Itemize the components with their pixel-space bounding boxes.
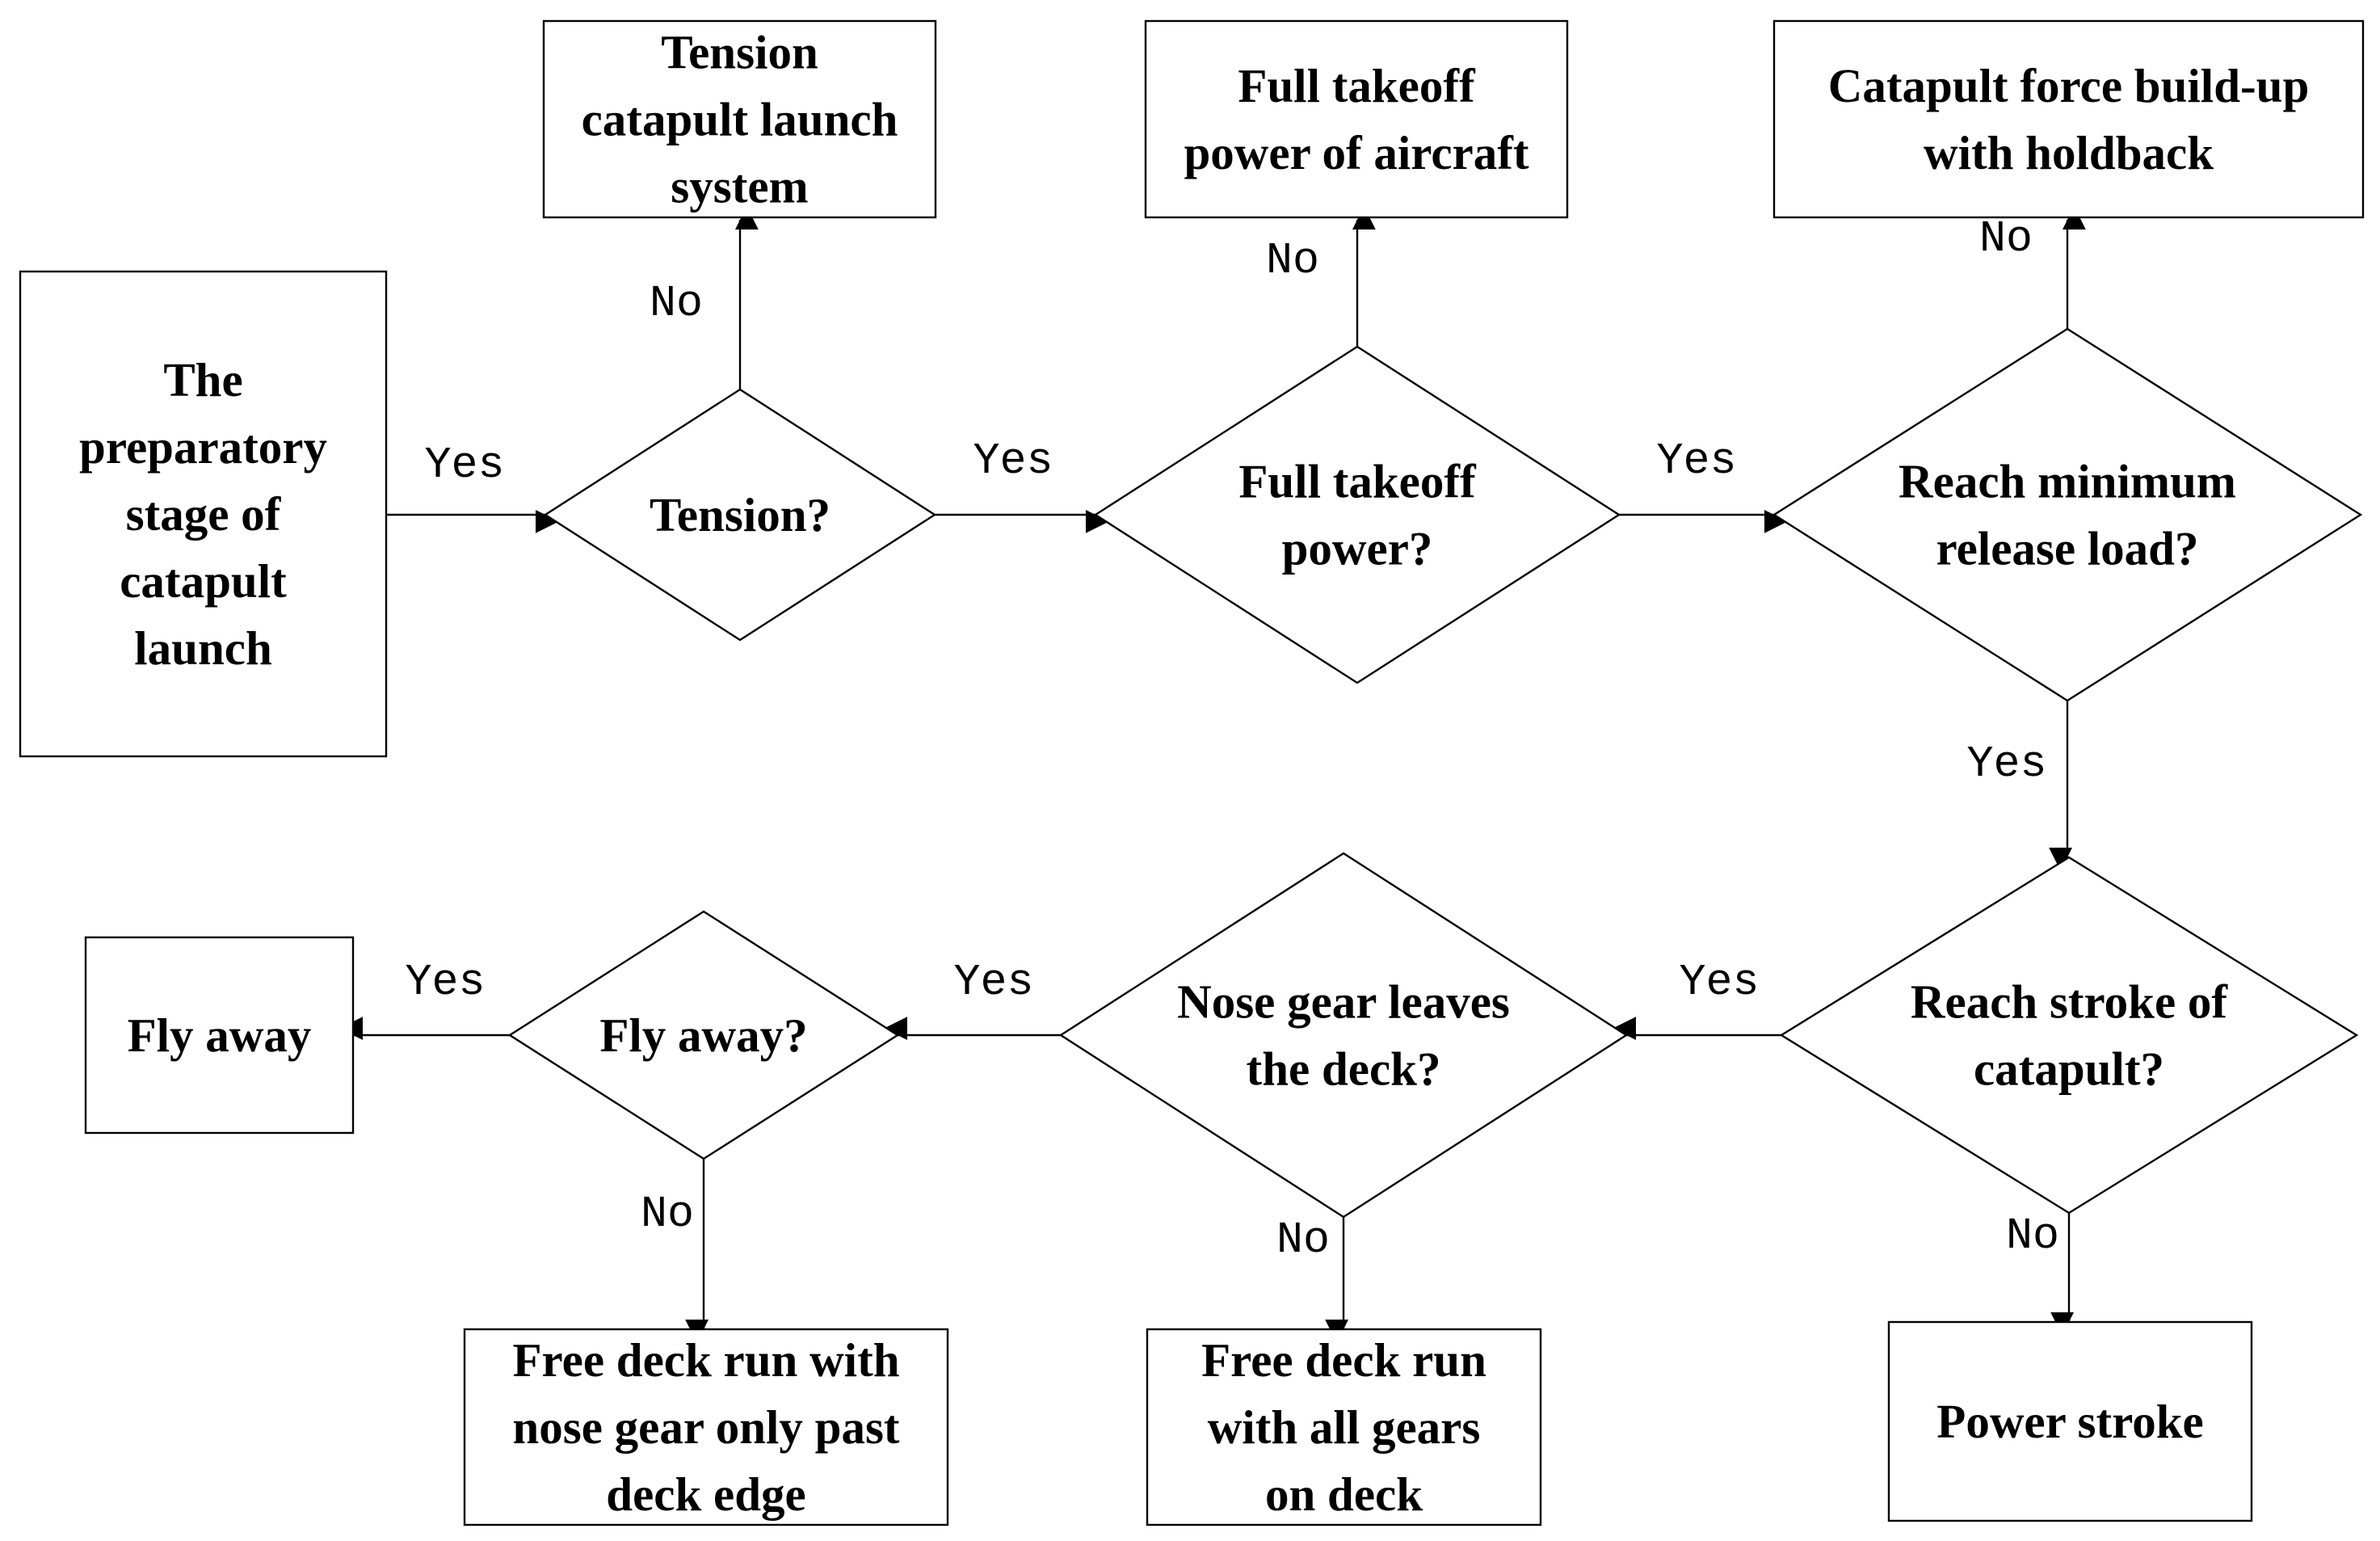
- node-text-line: power?: [1282, 522, 1433, 575]
- process-rect: [1772, 19, 2365, 219]
- process-box-all-gears: Free deck run with all gears on deck: [1146, 1328, 1542, 1526]
- node-text-line: preparatory: [79, 420, 327, 474]
- process-box-power-stroke: Power stroke: [1887, 1320, 2253, 1522]
- node-text-line: deck edge: [606, 1467, 805, 1521]
- node-text-line: Free deck run with: [512, 1333, 899, 1387]
- node-text-line: Reach stroke of: [1911, 975, 2229, 1029]
- edge-label-no: No: [2006, 1210, 2059, 1261]
- edge-label-no: No: [1266, 235, 1319, 286]
- edge-label-yes: Yes: [973, 436, 1053, 486]
- process-box-prep: The preparatory stage of catapult launch: [19, 270, 388, 758]
- node-text-line: Power stroke: [1936, 1395, 2203, 1448]
- decision-diamond: [507, 910, 900, 1160]
- node-text-line: Reach minimum: [1899, 455, 2236, 508]
- process-rect: [1146, 1328, 1542, 1526]
- decision-fly-q: Fly away?: [507, 910, 900, 1160]
- decision-diamond: [1779, 856, 2359, 1215]
- decision-diamond: [1772, 327, 2363, 702]
- process-rect: [463, 1328, 949, 1526]
- decision-tension-q: Tension?: [543, 388, 937, 642]
- node-text-line: Fly away: [128, 1008, 312, 1062]
- edge-label-no: No: [641, 1189, 694, 1240]
- edge-label-yes: Yes: [1656, 436, 1736, 486]
- node-text-line: The: [163, 353, 242, 406]
- node-text-line: Nose gear leaves: [1177, 975, 1510, 1029]
- edge-label-no: No: [650, 278, 703, 329]
- node-text-line: Catapult force build-up: [1828, 59, 2310, 112]
- node-text-line: catapult launch: [582, 93, 898, 146]
- decision-nose-q: Nose gear leaves the deck?: [1058, 852, 1629, 1219]
- process-rect: [1887, 1320, 2253, 1522]
- process-box-tension-sys: Tension catapult launch system: [542, 19, 937, 219]
- edge-label-no: No: [1276, 1215, 1330, 1265]
- decision-release-q: Reach minimum release load?: [1772, 327, 2363, 702]
- decision-takeoff-q: Full takeoff power?: [1093, 345, 1621, 684]
- edge-label-yes: Yes: [1679, 957, 1759, 1008]
- process-rect: [1144, 19, 1569, 219]
- node-text-line: with all gears: [1208, 1400, 1481, 1454]
- node-text-line: Full takeoff: [1238, 455, 1477, 508]
- node-text-line: release load?: [1936, 522, 2199, 575]
- node-text-line: stage of: [126, 487, 282, 541]
- decision-stroke-q: Reach stroke of catapult?: [1779, 856, 2359, 1215]
- process-box-takeoff-full: Full takeoff power of aircraft: [1144, 19, 1569, 219]
- edge-label-yes: Yes: [424, 440, 504, 491]
- process-box-fly-away: Fly away: [84, 936, 355, 1135]
- edge-label-no: No: [1979, 213, 2033, 264]
- node-text-line: Tension: [661, 26, 818, 79]
- node-text-line: system: [671, 160, 808, 213]
- node-text-line: Fly away?: [599, 1008, 807, 1062]
- node-text-line: with holdback: [1924, 126, 2214, 179]
- node-text-line: Free deck run: [1201, 1333, 1486, 1387]
- process-rect: [542, 19, 937, 219]
- edge-label-yes: Yes: [1966, 739, 2046, 789]
- node-text-line: catapult?: [1974, 1042, 2164, 1096]
- node-text-line: on deck: [1265, 1467, 1423, 1521]
- process-rect: [84, 936, 355, 1135]
- node-text-line: Full takeoff: [1238, 59, 1476, 112]
- decision-diamond: [1093, 345, 1621, 684]
- process-box-nose-only: Free deck run with nose gear only past dec…: [463, 1328, 949, 1526]
- edge-label-yes: Yes: [405, 957, 485, 1008]
- decision-diamond: [1058, 852, 1629, 1219]
- node-text-line: catapult: [120, 554, 287, 608]
- node-text-line: power of aircraft: [1184, 126, 1528, 179]
- node-text-line: launch: [134, 621, 272, 675]
- node-text-line: nose gear only past: [512, 1400, 899, 1454]
- process-rect: [19, 270, 388, 758]
- edge-label-yes: Yes: [953, 957, 1033, 1008]
- node-text-line: the deck?: [1247, 1042, 1441, 1096]
- decision-diamond: [543, 388, 937, 642]
- process-box-holdback: Catapult force build-up with holdback: [1772, 19, 2365, 219]
- node-text-line: Tension?: [650, 488, 830, 541]
